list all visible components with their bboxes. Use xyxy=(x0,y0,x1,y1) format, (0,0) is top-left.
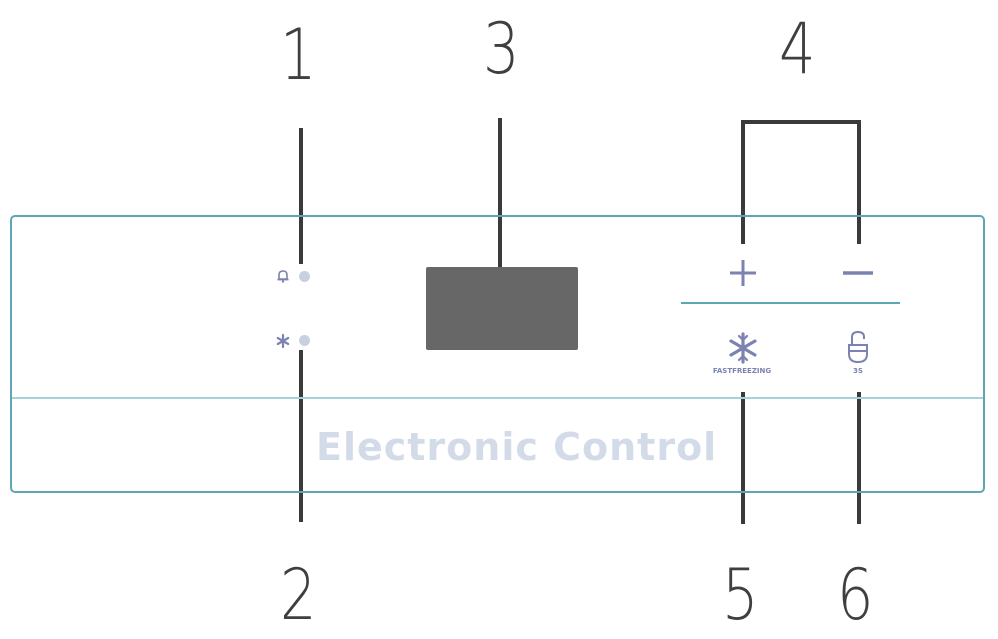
control-panel xyxy=(10,215,985,493)
minus-icon[interactable] xyxy=(840,257,876,289)
leader-line-4-right xyxy=(857,120,861,244)
leader-line-3 xyxy=(498,118,502,268)
callout-3: 3 xyxy=(483,8,520,90)
leader-line-2 xyxy=(299,350,303,522)
callout-1: 1 xyxy=(280,14,317,96)
child-lock-label: 3S xyxy=(853,367,863,375)
callout-4: 4 xyxy=(779,8,816,90)
callout-5: 5 xyxy=(722,554,759,636)
panel-divider xyxy=(12,397,983,399)
callout-6: 6 xyxy=(837,554,874,636)
bell-icon xyxy=(277,270,289,283)
fast-freezing-label: FASTFREEZING xyxy=(712,367,772,375)
panel-title: Electronic Control xyxy=(316,425,718,469)
padlock-icon[interactable] xyxy=(845,328,871,366)
leader-line-1 xyxy=(299,128,303,264)
alarm-indicator-led xyxy=(299,271,310,282)
snowflake-icon xyxy=(276,333,290,349)
temperature-display xyxy=(426,267,578,350)
leader-line-4-bracket-top xyxy=(741,120,861,124)
fast-freezing-snowflake-icon[interactable] xyxy=(726,331,760,365)
leader-line-6 xyxy=(857,392,861,524)
callout-2: 2 xyxy=(280,554,317,636)
leader-line-5 xyxy=(741,392,745,524)
plus-icon[interactable] xyxy=(727,257,759,289)
leader-line-4-left xyxy=(741,120,745,244)
freeze-indicator-led xyxy=(299,335,310,346)
key-divider xyxy=(681,302,900,304)
